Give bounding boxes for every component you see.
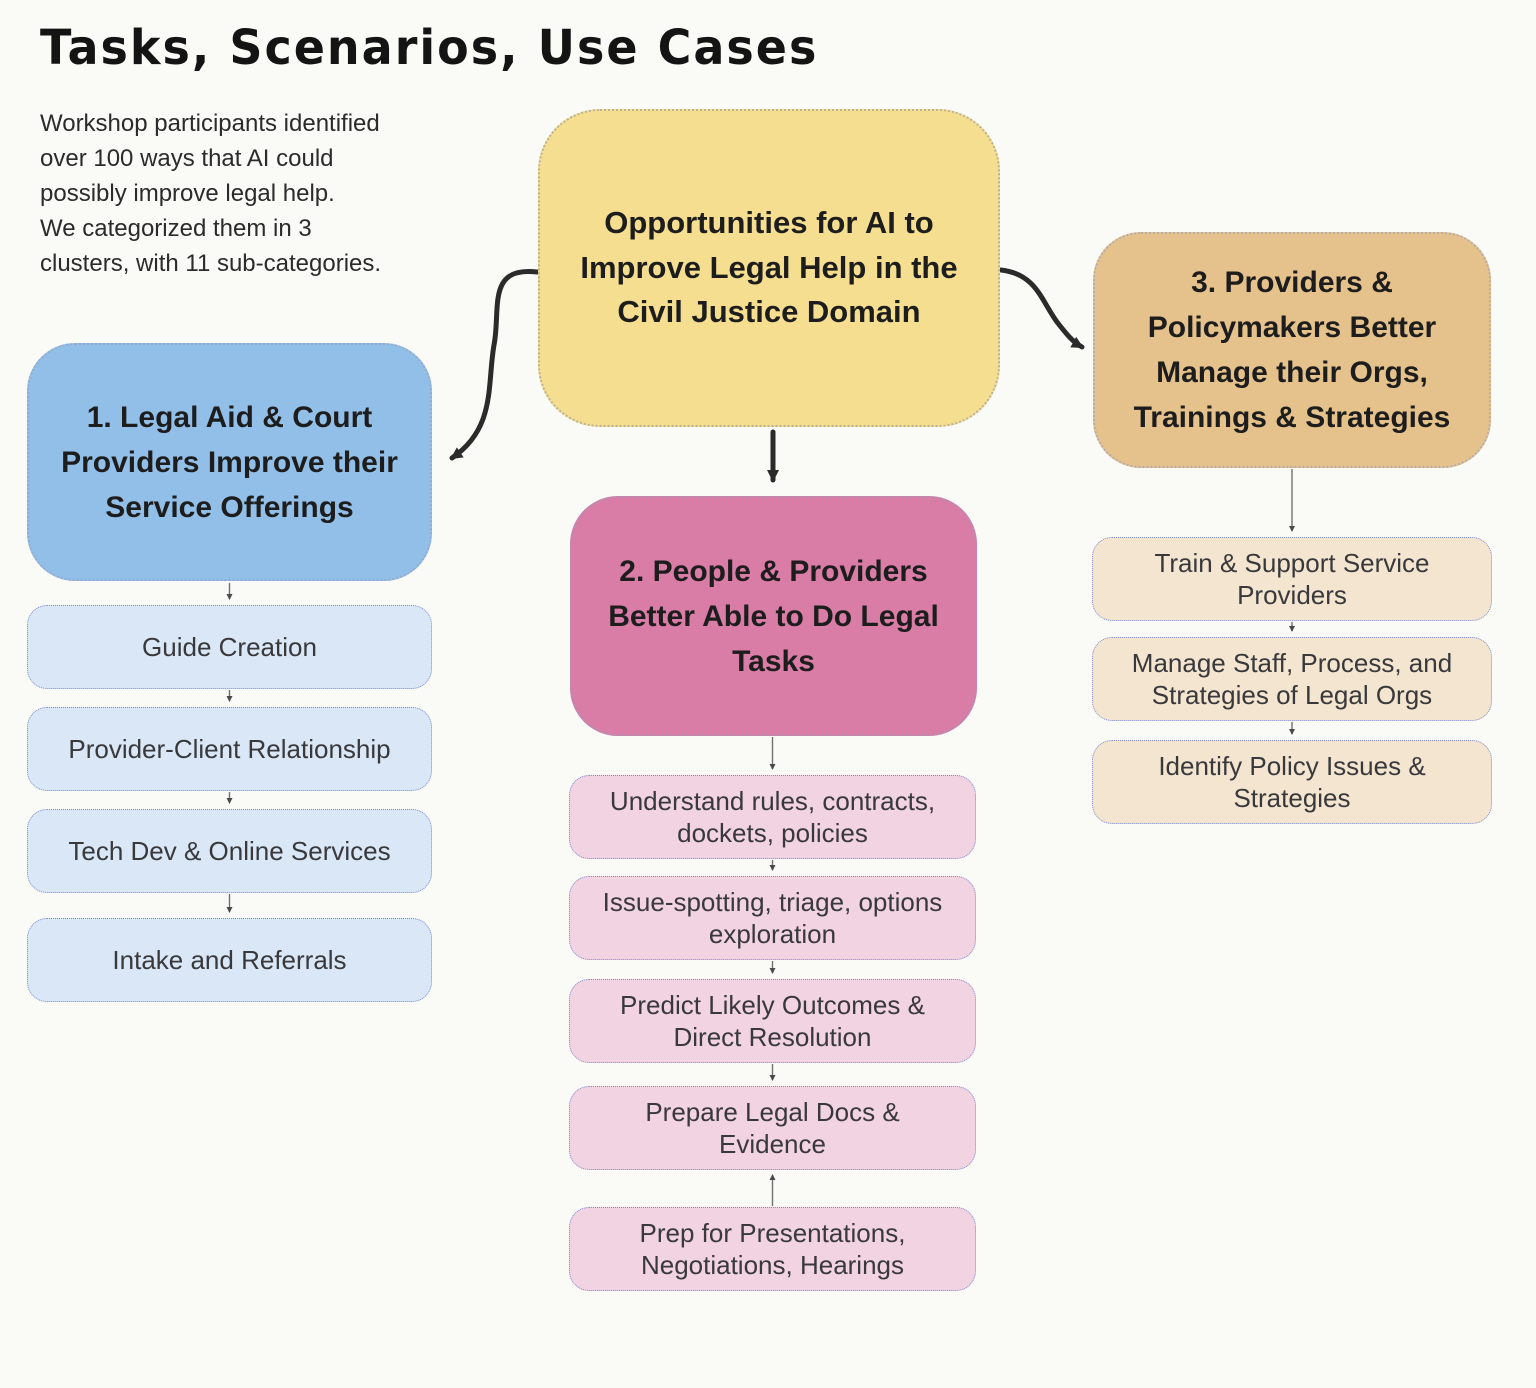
intro-line: Workshop participants identified bbox=[40, 110, 380, 137]
cluster-2-item-predict-outcomes: Predict Likely Outcomes & Direct Resolut… bbox=[569, 979, 976, 1063]
page-title: Tasks, Scenarios, Use Cases bbox=[40, 18, 819, 76]
cluster-1-item-guide-creation: Guide Creation bbox=[27, 605, 432, 689]
cluster-2-item-prepare-legal-docs: Prepare Legal Docs & Evidence bbox=[569, 1086, 976, 1170]
cluster-3-item-train-support-providers: Train & Support Service Providers bbox=[1092, 537, 1492, 621]
root-node: Opportunities for AI to Improve Legal He… bbox=[538, 109, 1000, 427]
cluster-1-header: 1. Legal Aid & Court Providers Improve t… bbox=[27, 343, 432, 581]
cluster-2-item-issue-spotting: Issue-spotting, triage, options explorat… bbox=[569, 876, 976, 960]
cluster-3-item-identify-policy-issues: Identify Policy Issues & Strategies bbox=[1092, 740, 1492, 824]
intro-text: Workshop participants identified over 10… bbox=[40, 106, 460, 281]
arrow-root-to-cluster-3 bbox=[998, 267, 1085, 350]
intro-line: We categorized them in 3 bbox=[40, 215, 312, 242]
cluster-2-item-understand-rules: Understand rules, contracts, dockets, po… bbox=[569, 775, 976, 859]
cluster-3-item-manage-staff-process: Manage Staff, Process, and Strategies of… bbox=[1092, 637, 1492, 721]
cluster-1-item-provider-client-relationship: Provider-Client Relationship bbox=[27, 707, 432, 791]
intro-line: possibly improve legal help. bbox=[40, 180, 335, 207]
cluster-1-item-intake-and-referrals: Intake and Referrals bbox=[27, 918, 432, 1002]
intro-line: clusters, with 11 sub-categories. bbox=[40, 250, 382, 277]
intro-line: over 100 ways that AI could bbox=[40, 145, 334, 172]
cluster-3-header: 3. Providers & Policymakers Better Manag… bbox=[1093, 232, 1491, 468]
arrow-root-to-cluster-1 bbox=[449, 269, 540, 461]
cluster-2-header: 2. People & Providers Better Able to Do … bbox=[570, 496, 977, 736]
cluster-2-item-prep-presentations: Prep for Presentations, Negotiations, He… bbox=[569, 1207, 976, 1291]
cluster-1-item-tech-dev-online-services: Tech Dev & Online Services bbox=[27, 809, 432, 893]
